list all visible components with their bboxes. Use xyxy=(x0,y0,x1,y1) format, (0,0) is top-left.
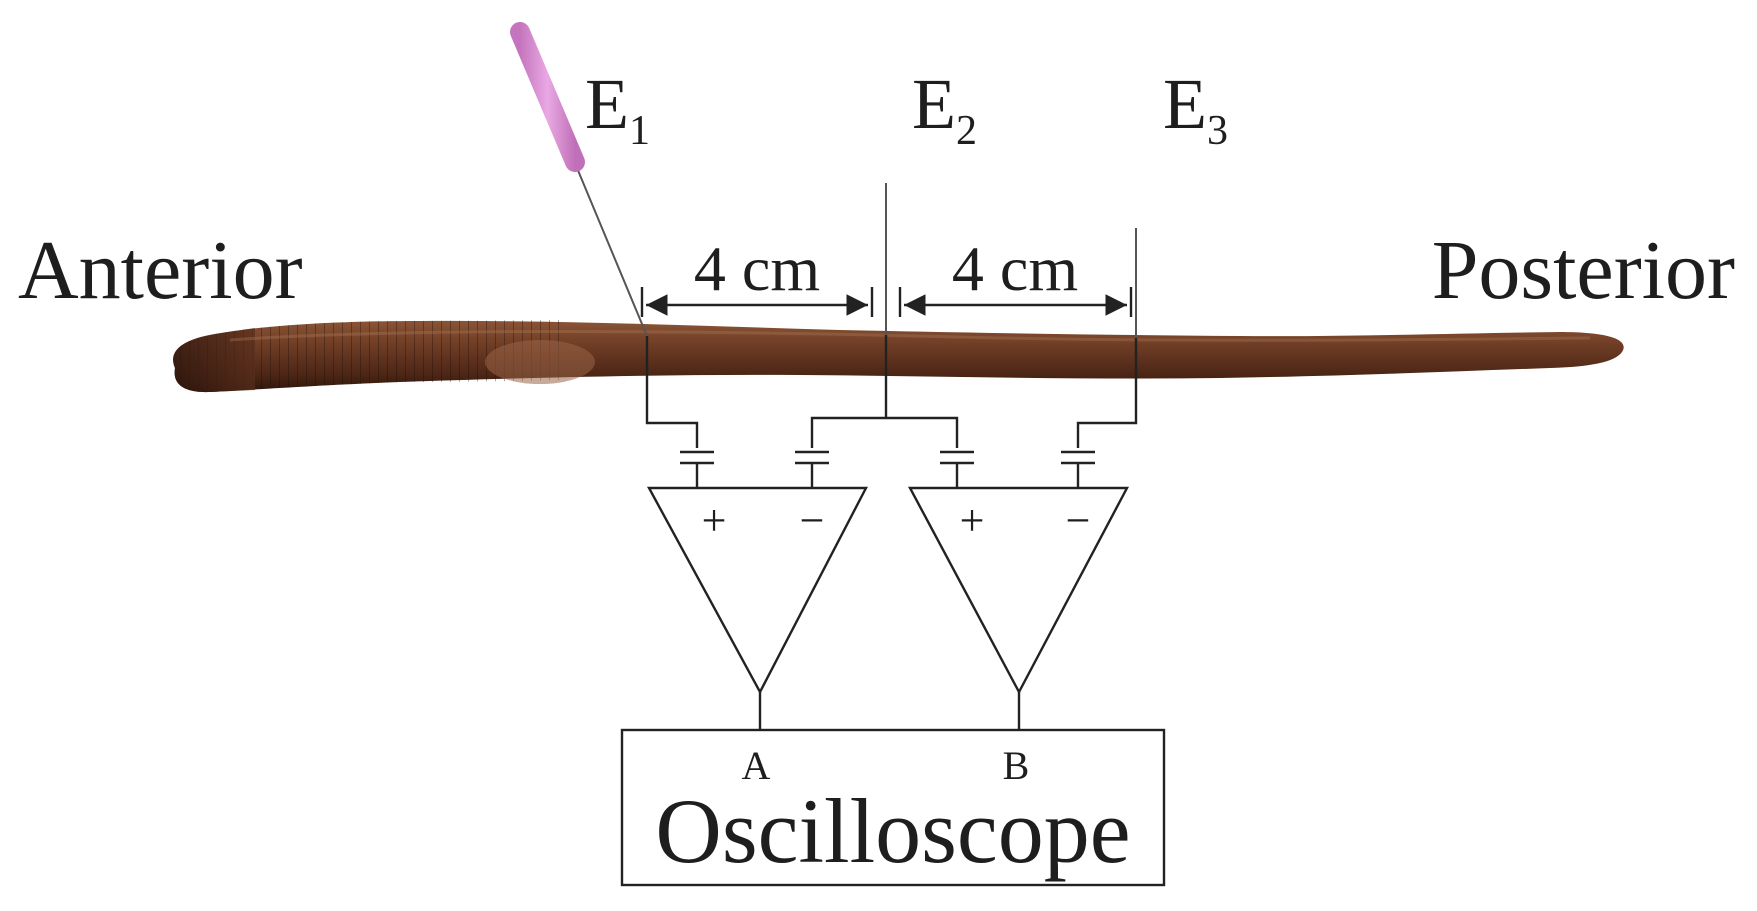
electrode-1 xyxy=(510,22,648,337)
distance-marker-1: 4 cm xyxy=(640,233,874,317)
oscilloscope: A B Oscilloscope xyxy=(620,728,1166,887)
oscilloscope-label: Oscilloscope xyxy=(655,780,1130,882)
electrode-1-label: E1 xyxy=(585,64,650,154)
capacitors xyxy=(680,450,1095,488)
amplifier-b-triangle xyxy=(907,486,1129,695)
oscilloscope-box xyxy=(620,728,1166,887)
capacitor-b-plus xyxy=(940,450,974,488)
capacitor-a-minus xyxy=(795,450,829,488)
amplifier-b: + − xyxy=(907,486,1129,695)
spacing-label-2: 4 cm xyxy=(952,233,1078,304)
spacing-label-1: 4 cm xyxy=(694,233,820,304)
electrode-1-handle xyxy=(510,22,585,172)
oscilloscope-channel-a: A xyxy=(742,743,771,788)
amplifier-a-plus: + xyxy=(702,496,727,545)
lead-wires xyxy=(645,335,1138,448)
distance-marker-2: 4 cm xyxy=(898,233,1133,317)
amplifier-b-plus: + xyxy=(960,496,985,545)
posterior-label: Posterior xyxy=(1432,224,1735,317)
electrode-2-label: E2 xyxy=(912,64,977,154)
anterior-label: Anterior xyxy=(18,224,303,317)
amplifier-a: + − xyxy=(646,486,868,695)
capacitor-a-plus xyxy=(680,450,714,488)
worm-clitellum xyxy=(485,340,595,384)
capacitor-b-minus xyxy=(1061,450,1095,488)
amplifier-b-minus: − xyxy=(1066,496,1091,545)
electrode-1-needle xyxy=(576,167,648,337)
earthworm xyxy=(173,320,1624,393)
amplifier-a-triangle xyxy=(646,486,868,695)
worm-segments xyxy=(173,320,560,393)
electrode-3-label: E3 xyxy=(1163,64,1228,154)
amplifier-a-minus: − xyxy=(800,496,825,545)
oscilloscope-channel-b: B xyxy=(1003,743,1030,788)
worm-prostomium xyxy=(173,328,255,393)
